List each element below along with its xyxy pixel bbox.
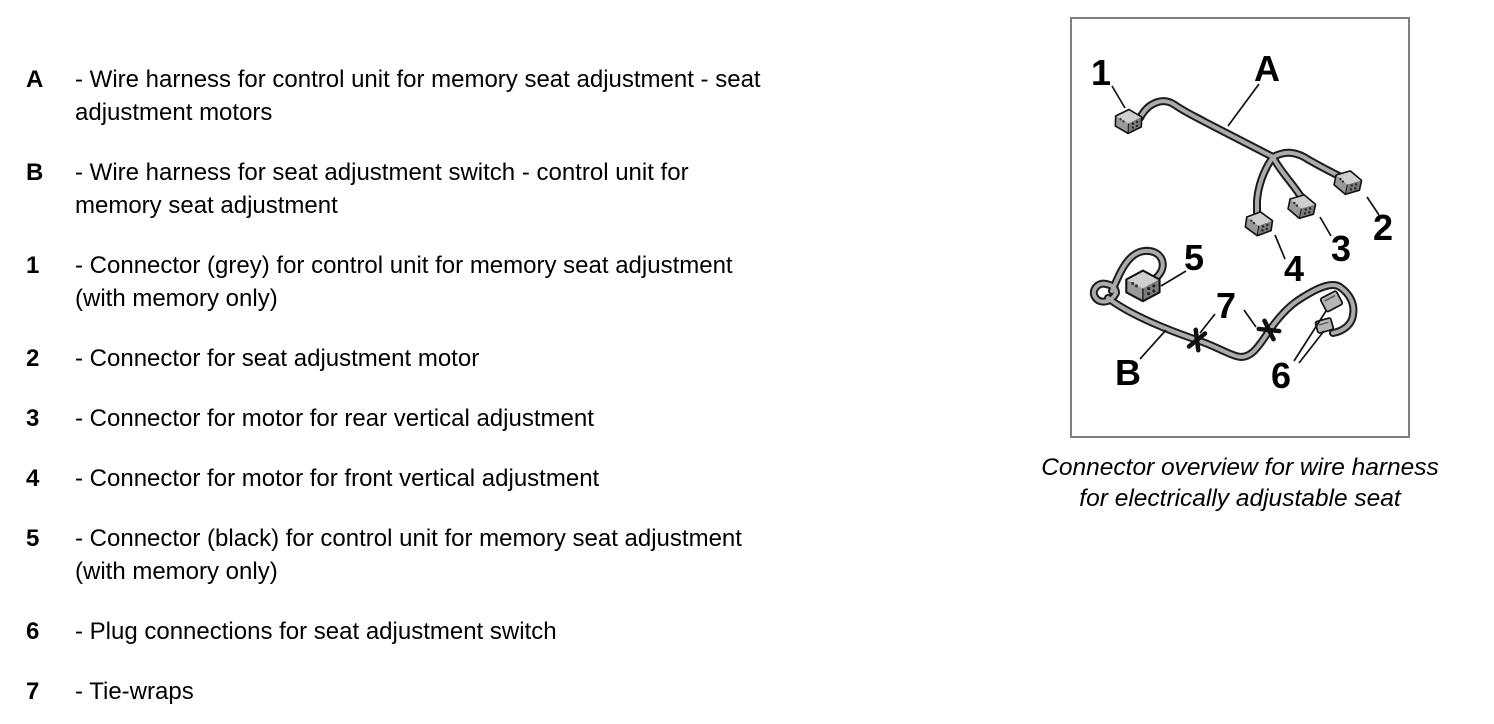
connector-4-graphic	[1243, 209, 1275, 239]
legend-description: - Connector for motor for rear vertical …	[75, 405, 594, 432]
legend-item-a: A - Wire harness for control unit for me…	[26, 63, 996, 129]
legend-description: - Plug connections for seat adjustment s…	[75, 618, 557, 645]
legend-key: 2	[26, 345, 40, 372]
diagram-label-6: 6	[1271, 355, 1291, 396]
legend-key: 1	[26, 252, 40, 279]
connector-diagram-frame: 1 A 2 3 4 5 7 B 6	[1070, 17, 1410, 438]
legend-description: - Connector (black) for control unit for…	[75, 525, 742, 585]
diagram-label-7: 7	[1216, 285, 1236, 326]
legend-description: - Connector for seat adjustment motor	[75, 345, 480, 372]
leader-lines	[1111, 83, 1380, 364]
diagram-label-5: 5	[1184, 237, 1204, 278]
legend-description: - Tie-wraps	[75, 678, 194, 705]
legend-key: 5	[26, 525, 40, 552]
wire-harness-diagram: 1 A 2 3 4 5 7 B 6	[1089, 48, 1393, 396]
legend-key: 3	[26, 405, 40, 432]
legend-item-b: B - Wire harness for seat adjustment swi…	[26, 156, 996, 222]
connector-3-graphic	[1285, 191, 1318, 222]
diagram-label-2: 2	[1373, 207, 1393, 248]
legend-item-7: 7 - Tie-wraps	[26, 675, 996, 708]
legend-item-5: 5 - Connector (black) for control unit f…	[26, 522, 996, 588]
legend-description: - Wire harness for control unit for memo…	[75, 66, 761, 126]
legend-item-3: 3 - Connector for motor for rear vertica…	[26, 402, 996, 435]
connector-1-graphic	[1114, 108, 1143, 135]
diagram-label-b: B	[1115, 352, 1141, 393]
legend-description: - Connector for motor for front vertical…	[75, 465, 600, 492]
legend-key: 7	[26, 678, 40, 705]
diagram-label-4: 4	[1284, 248, 1304, 289]
legend: A - Wire harness for control unit for me…	[26, 63, 996, 724]
harness-b-graphic	[1089, 246, 1358, 361]
legend-key: 6	[26, 618, 40, 645]
legend-description: - Wire harness for seat adjustment switc…	[75, 159, 689, 219]
legend-key: B	[26, 159, 44, 186]
plug-6a-graphic	[1319, 290, 1344, 313]
diagram-label-a: A	[1254, 48, 1280, 89]
diagram-label-1: 1	[1091, 52, 1111, 93]
legend-item-4: 4 - Connector for motor for front vertic…	[26, 462, 996, 495]
legend-item-2: 2 - Connector for seat adjustment motor	[26, 342, 996, 375]
legend-key: A	[26, 66, 44, 93]
legend-item-6: 6 - Plug connections for seat adjustment…	[26, 615, 996, 648]
legend-key: 4	[26, 465, 40, 492]
diagram-label-3: 3	[1331, 228, 1351, 269]
legend-description: - Connector (grey) for control unit for …	[75, 252, 733, 312]
legend-item-1: 1 - Connector (grey) for control unit fo…	[26, 249, 996, 315]
figure-caption: Connector overview for wire harness for …	[1041, 454, 1439, 512]
harness-a-graphic	[1114, 97, 1364, 239]
